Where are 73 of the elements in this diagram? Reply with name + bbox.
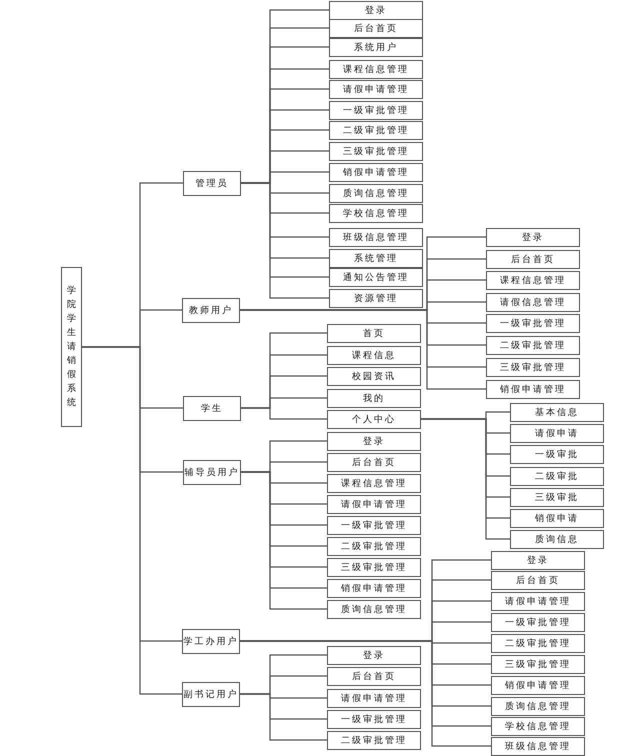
connector-line <box>241 471 327 610</box>
function-box: 班级信息管理 <box>491 736 585 756</box>
function-box: 请假申请管理 <box>491 592 585 610</box>
function-box: 一级审批管理 <box>327 516 421 534</box>
function-box: 一级审批管理 <box>329 100 423 120</box>
connector-line <box>82 346 182 695</box>
function-box: 基本信息 <box>510 402 604 422</box>
function-box: 课程信息管理 <box>329 60 423 78</box>
function-box: 一级审批管理 <box>491 612 585 632</box>
function-box: 校园资讯 <box>327 366 421 386</box>
function-box: 请假申请管理 <box>327 688 421 708</box>
function-box: 请假申请管理 <box>327 494 421 514</box>
function-box: 登录 <box>486 228 580 246</box>
function-box: 二级审批管理 <box>327 536 421 556</box>
function-box: 登录 <box>327 646 421 664</box>
function-box: 我的 <box>327 388 421 408</box>
function-box: 资源管理 <box>329 288 423 308</box>
function-box: 后台首页 <box>327 666 421 686</box>
function-box: 首页 <box>327 324 421 342</box>
function-box: 学校信息管理 <box>329 204 423 222</box>
function-box: 销假申请管理 <box>329 162 423 182</box>
function-box: 销假申请 <box>510 508 604 528</box>
function-box: 学校信息管理 <box>491 716 585 736</box>
function-box: 二级审批管理 <box>491 634 585 652</box>
function-box: 一级审批管理 <box>486 314 580 332</box>
role-box: 管理员 <box>183 170 241 196</box>
function-box: 系统用户 <box>329 38 423 56</box>
function-box: 登录 <box>327 432 421 450</box>
function-box: 销假申请管理 <box>491 676 585 694</box>
function-box: 课程信息管理 <box>327 474 421 492</box>
function-box: 质询信息 <box>510 530 604 548</box>
function-box: 后台首页 <box>329 18 423 38</box>
function-box: 质询信息管理 <box>329 184 423 202</box>
connector-line <box>240 640 491 747</box>
role-box: 学生 <box>183 396 241 420</box>
role-box: 副书记用户 <box>182 682 240 706</box>
function-box: 系统管理 <box>329 248 423 268</box>
function-box: 登录 <box>491 550 585 570</box>
function-box: 课程信息管理 <box>486 270 580 290</box>
function-box: 个人中心 <box>327 410 421 428</box>
function-box: 课程信息 <box>327 346 421 364</box>
function-box: 后台首页 <box>327 452 421 472</box>
role-box: 辅导员用户 <box>183 460 241 484</box>
function-box: 请假申请 <box>510 424 604 442</box>
function-box: 销假申请管理 <box>327 578 421 598</box>
role-box: 教师用户 <box>182 298 240 322</box>
connector-line <box>240 309 486 390</box>
function-box: 三级审批管理 <box>327 558 421 576</box>
role-box: 学工办用户 <box>182 628 240 654</box>
function-box: 登录 <box>329 0 423 20</box>
root-box: 学院学生请销假系统 <box>61 267 82 427</box>
function-box: 请假申请管理 <box>329 80 423 98</box>
connector-line <box>421 418 510 540</box>
function-box: 二级审批管理 <box>327 730 421 750</box>
function-box: 班级信息管理 <box>329 228 423 246</box>
function-box: 一级审批 <box>510 444 604 464</box>
function-box: 二级审批管理 <box>486 336 580 354</box>
function-box: 后台首页 <box>491 570 585 590</box>
function-box: 销假申请管理 <box>486 380 580 398</box>
function-box: 二级审批 <box>510 466 604 486</box>
function-box: 质询信息管理 <box>491 696 585 716</box>
function-box: 三级审批管理 <box>491 654 585 674</box>
function-box: 三级审批管理 <box>329 142 423 160</box>
function-box: 三级审批管理 <box>486 358 580 376</box>
connector-line <box>240 693 327 741</box>
function-box: 通知公告管理 <box>329 268 423 286</box>
function-box: 三级审批 <box>510 488 604 506</box>
connector-line <box>241 407 327 420</box>
function-box: 请假信息管理 <box>486 292 580 312</box>
function-box: 质询信息管理 <box>327 600 421 618</box>
function-box: 一级审批管理 <box>327 710 421 728</box>
function-box: 后台首页 <box>486 250 580 268</box>
function-box: 二级审批管理 <box>329 120 423 140</box>
